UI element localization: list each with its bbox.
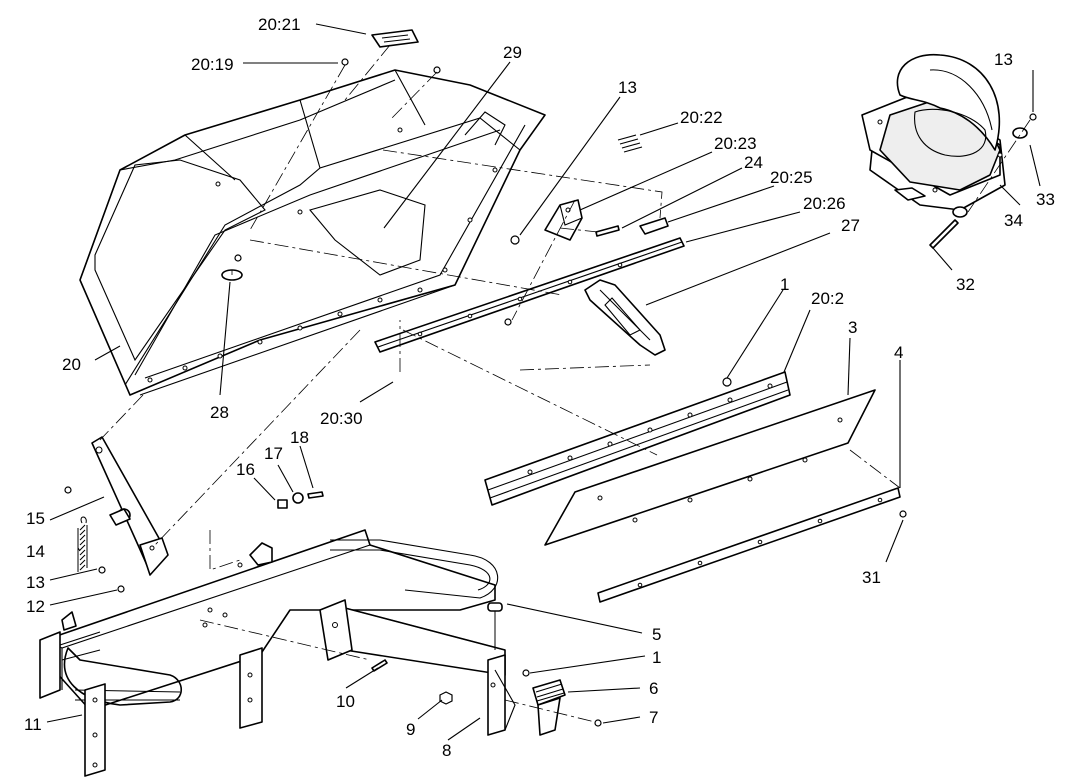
callout-27: 27 [841, 216, 860, 235]
callout-16: 16 [236, 460, 255, 479]
screw-icon [64, 486, 72, 494]
screw-icon [433, 66, 441, 74]
rail-20-2 [484, 371, 791, 506]
callout-18: 18 [290, 428, 309, 447]
callout-32: 32 [956, 275, 975, 294]
spring-14 [77, 516, 88, 572]
callout-15: 15 [26, 509, 45, 528]
bolt-32-icon [929, 219, 959, 249]
nut-1-icon [522, 669, 530, 677]
callout-20: 20 [62, 355, 81, 374]
callout-8: 8 [442, 741, 451, 760]
callout-14: 14 [26, 542, 45, 561]
callout-13-arm: 13 [26, 573, 45, 592]
callout-20-2: 20:2 [811, 289, 844, 308]
callout-12: 12 [26, 597, 45, 616]
callout-7: 7 [649, 708, 658, 727]
hopper-flange-holes [147, 127, 498, 383]
callout-24: 24 [744, 153, 763, 172]
decal-20-21 [371, 29, 419, 48]
callout-20-25: 20:25 [770, 168, 813, 187]
nut-13-arm-icon [98, 566, 106, 574]
callout-20-19: 20:19 [191, 55, 234, 74]
callout-5: 5 [652, 625, 661, 644]
callout-labels: 20:21 20:19 29 13 20:22 20:23 24 20:25 2… [24, 15, 1055, 760]
strip-4 [597, 487, 901, 603]
support-tube-8 [319, 599, 516, 736]
callout-11: 11 [24, 715, 42, 734]
pin-24 [595, 225, 620, 237]
callout-13-spout: 13 [994, 50, 1013, 69]
screw-12-icon [117, 585, 125, 593]
callout-28: 28 [210, 403, 229, 422]
latch-6 [532, 679, 566, 736]
bolt-18-icon [307, 491, 324, 499]
callout-9: 9 [406, 720, 415, 739]
callout-20-22: 20:22 [680, 108, 723, 127]
screw-31-icon [899, 510, 907, 518]
callout-4: 4 [894, 343, 903, 362]
decal-20-22 [617, 134, 643, 153]
callout-6: 6 [649, 679, 658, 698]
spacer-16 [277, 499, 288, 509]
callout-13: 13 [618, 78, 637, 97]
callout-1: 1 [780, 275, 789, 294]
callout-29: 29 [503, 43, 522, 62]
callout-33: 33 [1036, 190, 1055, 209]
washer-32-icon [952, 206, 968, 218]
bolt-10-icon [371, 659, 388, 672]
nut-9-icon [439, 691, 453, 705]
frame-11 [39, 529, 499, 777]
nut-13-icon [510, 235, 520, 245]
washer-33-icon [1012, 127, 1028, 139]
leader-lines [46, 23, 1041, 741]
arm-15 [91, 436, 169, 576]
callout-20-21: 20:21 [258, 15, 301, 34]
hopper-cover-part-20 [79, 69, 546, 396]
nut-13-spout-icon [1029, 113, 1037, 121]
chute-spout-34 [861, 53, 1006, 211]
handle-27 [584, 279, 666, 356]
callout-10: 10 [336, 692, 355, 711]
callout-3: 3 [848, 318, 857, 337]
callout-20-23: 20:23 [714, 134, 757, 153]
callout-34: 34 [1004, 211, 1023, 230]
screw-20-19-icon [341, 58, 349, 66]
clip-20-25 [639, 217, 669, 235]
callout-1-support: 1 [652, 648, 661, 667]
assembly-lines [99, 44, 1031, 723]
callout-20-26: 20:26 [803, 194, 846, 213]
bracket-20-23 [510, 199, 583, 245]
rail-20-26 [374, 237, 685, 353]
plate-3 [544, 389, 876, 546]
callout-17: 17 [264, 444, 283, 463]
washer-17-icon [292, 492, 304, 504]
knob-5 [487, 602, 503, 650]
screw-7-icon [594, 719, 602, 727]
callout-31: 31 [862, 568, 881, 587]
callout-20-30: 20:30 [320, 409, 363, 428]
